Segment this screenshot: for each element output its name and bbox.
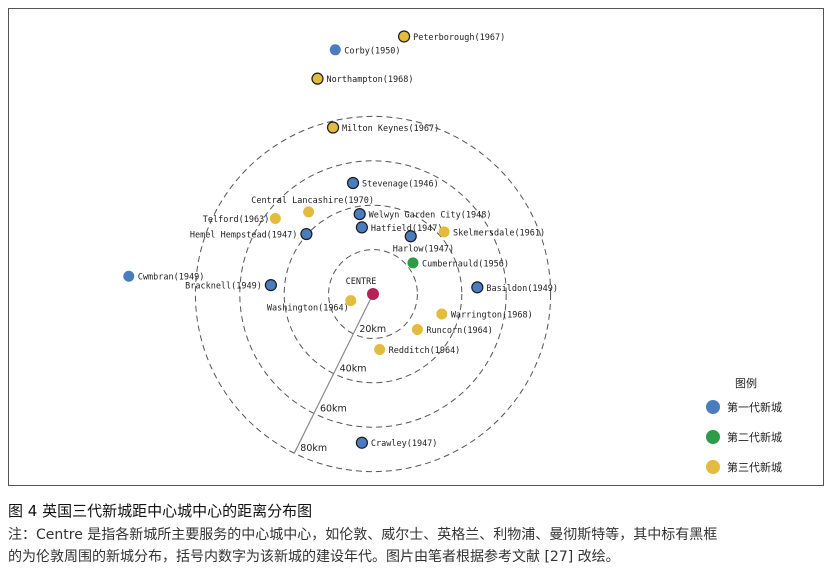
town-label: Hemel Hempstead(1947) bbox=[190, 231, 297, 241]
town-marker bbox=[346, 176, 360, 190]
legend-label: 第二代新城 bbox=[727, 430, 782, 444]
town-label: Telford(1963) bbox=[203, 215, 270, 225]
legend-marker bbox=[706, 430, 720, 444]
town-marker bbox=[355, 221, 368, 234]
town-marker bbox=[407, 257, 419, 269]
town-marker bbox=[374, 344, 386, 355]
town-marker bbox=[300, 227, 313, 241]
distance-ring-80km bbox=[194, 115, 552, 473]
town-label: Redditch(1964) bbox=[389, 346, 461, 356]
town-marker bbox=[311, 72, 324, 85]
town-marker bbox=[471, 281, 484, 294]
town-label: Basildon(1949) bbox=[486, 284, 558, 294]
town-label: Central Lancashire(1970) bbox=[251, 196, 374, 206]
town-label: Stevenage(1946) bbox=[362, 180, 439, 190]
town-marker bbox=[269, 213, 281, 225]
distance-ring-20km bbox=[328, 249, 418, 339]
town-marker bbox=[123, 270, 135, 282]
town-label: Runcorn(1964) bbox=[426, 326, 493, 336]
ring-label-40km: 40km bbox=[340, 364, 367, 375]
town-marker bbox=[355, 436, 368, 449]
ring-label-60km: 60km bbox=[320, 403, 347, 414]
town-marker bbox=[326, 121, 340, 134]
distance-ring-40km bbox=[283, 204, 463, 384]
town-marker bbox=[397, 30, 411, 43]
town-label: Cumbernauld(1956) bbox=[422, 259, 509, 269]
town-label: Cwmbran(1949) bbox=[138, 273, 205, 283]
legend-marker bbox=[706, 400, 720, 414]
town-marker bbox=[411, 324, 423, 336]
centre-marker bbox=[367, 288, 379, 300]
town-label: Milton Keynes(1967) bbox=[342, 124, 439, 134]
town-label: Harlow(1947) bbox=[393, 244, 454, 254]
figure-frame: 20km 40km 60km 80km Peterborough(1967) Corby(… bbox=[8, 8, 824, 486]
town-label: Welwyn Garden City(1948) bbox=[369, 211, 492, 221]
town-marker bbox=[303, 206, 315, 218]
town-label: Crawley(1947) bbox=[371, 439, 438, 449]
figure-note-line-1: 注：Centre 是指各新城所主要服务的中心城中心，如伦敦、威尔士、英格兰、利物… bbox=[8, 527, 718, 543]
legend-marker bbox=[706, 460, 720, 474]
legend-title: 图例 bbox=[735, 376, 757, 390]
distance-ruler-line bbox=[293, 293, 374, 454]
town-label: Northampton(1968) bbox=[327, 75, 414, 85]
distance-ring-60km bbox=[239, 160, 507, 428]
ring-label-80km: 80km bbox=[300, 443, 327, 454]
town-marker bbox=[353, 207, 366, 221]
town-label: Hatfield(1947) bbox=[371, 224, 443, 234]
town-label: Bracknell(1949) bbox=[185, 282, 262, 292]
centre-label: CENTRE bbox=[346, 277, 377, 287]
town-label: Washington(1964) bbox=[267, 304, 349, 314]
legend-label: 第三代新城 bbox=[727, 460, 782, 474]
figure-title: 图 4 英国三代新城距中心城中心的距离分布图 bbox=[8, 502, 313, 520]
town-label: Skelmersdale(1961) bbox=[453, 228, 545, 238]
distance-chart: 20km 40km 60km 80km Peterborough(1967) Corby(… bbox=[123, 30, 782, 474]
town-marker bbox=[438, 226, 450, 238]
town-label: Peterborough(1967) bbox=[413, 33, 505, 43]
town-marker bbox=[436, 308, 448, 320]
legend-label: 第一代新城 bbox=[727, 400, 782, 414]
figure-note-line-2: 的为伦敦周围的新城分布，括号内数字为该新城的建设年代。图片由笔者根据参考文献 [… bbox=[8, 549, 620, 565]
town-marker bbox=[264, 279, 277, 292]
town-marker bbox=[329, 44, 341, 56]
town-label: Corby(1950) bbox=[344, 46, 400, 56]
ring-label-20km: 20km bbox=[359, 324, 386, 335]
town-marker bbox=[345, 295, 357, 307]
town-marker bbox=[404, 230, 417, 243]
town-label: Warrington(1968) bbox=[451, 310, 533, 320]
